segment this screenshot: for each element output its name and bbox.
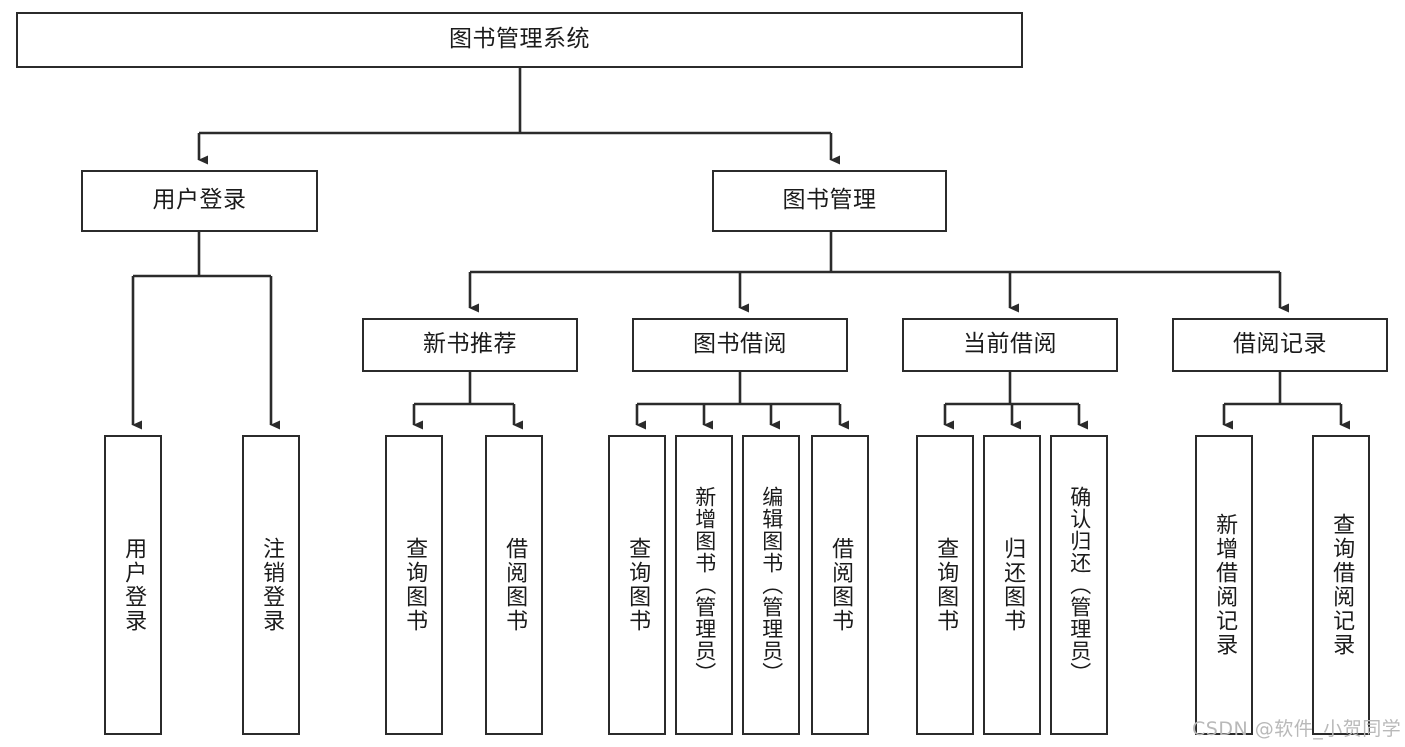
- leaf-add-book-admin[interactable]: 新增图书（管理员）: [675, 435, 733, 735]
- leaf-confirm-return-admin[interactable]: 确认归还（管理员）: [1050, 435, 1108, 735]
- leaf-borrow-book-2-label: 借阅图书: [828, 537, 854, 633]
- leaf-query-book-1-label: 查询图书: [402, 537, 428, 633]
- leaf-query-book-2[interactable]: 查询图书: [608, 435, 666, 735]
- leaf-confirm-return-admin-label: 确认归还（管理员）: [1067, 486, 1092, 684]
- leaf-query-record-label: 查询借阅记录: [1329, 513, 1355, 657]
- csdn-watermark: CSDN @软件_小贺同学: [1192, 718, 1402, 740]
- leaf-user-logout-label: 注销登录: [259, 537, 285, 633]
- leaf-query-book-2-label: 查询图书: [625, 537, 651, 633]
- leaf-return-book-label: 归还图书: [1000, 537, 1026, 633]
- node-borrow-record-label: 借阅记录: [1233, 331, 1327, 358]
- leaf-query-record[interactable]: 查询借阅记录: [1312, 435, 1370, 735]
- node-new-book-rec[interactable]: 新书推荐: [362, 318, 578, 372]
- node-book-manage-label: 图书管理: [782, 187, 877, 214]
- node-root-system-label: 图书管理系统: [449, 26, 590, 53]
- node-book-borrow-label: 图书借阅: [693, 331, 787, 358]
- leaf-borrow-book-1[interactable]: 借阅图书: [485, 435, 543, 735]
- leaf-return-book[interactable]: 归还图书: [983, 435, 1041, 735]
- leaf-add-record[interactable]: 新增借阅记录: [1195, 435, 1253, 735]
- leaf-query-book-1[interactable]: 查询图书: [385, 435, 443, 735]
- leaf-add-book-admin-label: 新增图书（管理员）: [692, 486, 717, 684]
- node-current-borrow[interactable]: 当前借阅: [902, 318, 1118, 372]
- leaf-add-record-label: 新增借阅记录: [1212, 513, 1238, 657]
- leaf-borrow-book-2[interactable]: 借阅图书: [811, 435, 869, 735]
- node-current-borrow-label: 当前借阅: [963, 331, 1057, 358]
- leaf-user-login-label: 用户登录: [121, 537, 147, 633]
- node-user-login-label: 用户登录: [152, 187, 247, 214]
- leaf-query-book-3-label: 查询图书: [933, 537, 959, 633]
- leaf-edit-book-admin-label: 编辑图书（管理员）: [759, 486, 784, 684]
- node-borrow-record[interactable]: 借阅记录: [1172, 318, 1388, 372]
- node-book-borrow[interactable]: 图书借阅: [632, 318, 848, 372]
- leaf-borrow-book-1-label: 借阅图书: [502, 537, 528, 633]
- leaf-edit-book-admin[interactable]: 编辑图书（管理员）: [742, 435, 800, 735]
- node-new-book-rec-label: 新书推荐: [423, 331, 517, 358]
- node-user-login[interactable]: 用户登录: [81, 170, 318, 232]
- node-book-manage[interactable]: 图书管理: [712, 170, 947, 232]
- node-root-system[interactable]: 图书管理系统: [16, 12, 1023, 68]
- leaf-user-logout[interactable]: 注销登录: [242, 435, 300, 735]
- leaf-query-book-3[interactable]: 查询图书: [916, 435, 974, 735]
- leaf-user-login[interactable]: 用户登录: [104, 435, 162, 735]
